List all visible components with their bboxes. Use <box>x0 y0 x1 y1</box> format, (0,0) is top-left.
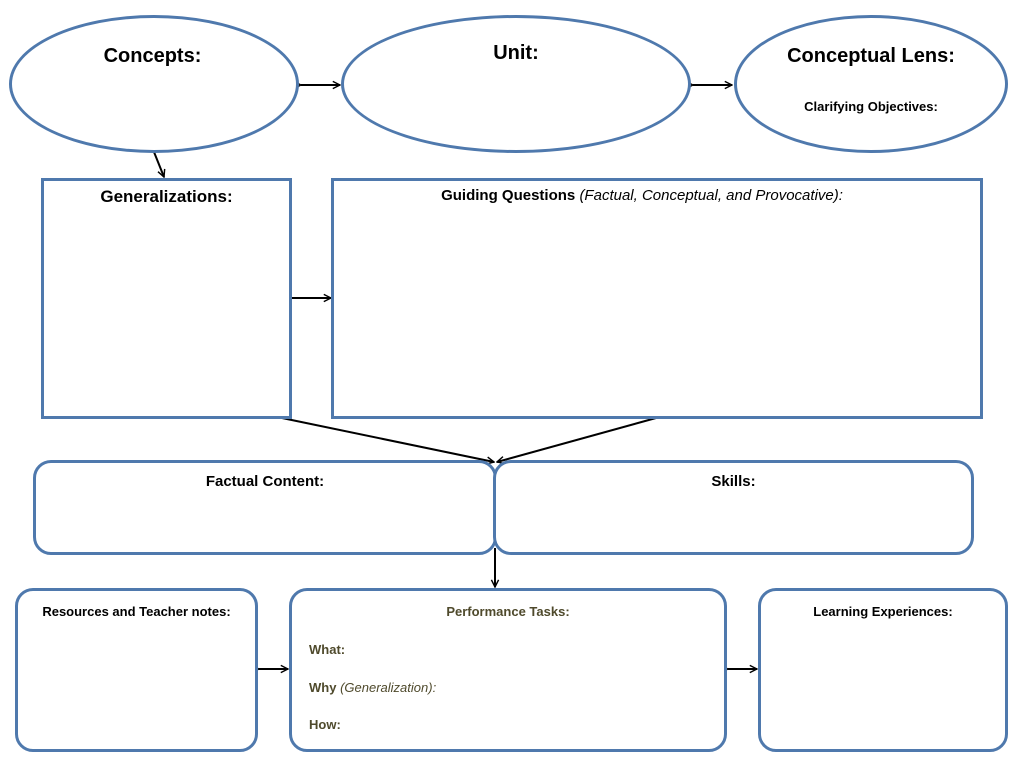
performance-why-note: (Generalization): <box>340 680 437 695</box>
resources-title: Resources and Teacher notes: <box>42 604 231 619</box>
concepts-title: Concepts: <box>103 45 202 67</box>
guiding-factual-arrow <box>497 417 657 462</box>
guiding-questions-heading: Guiding Questions (Factual, Conceptual, … <box>304 187 980 204</box>
generalizations-factual-arrow <box>281 417 494 462</box>
performance-what-label: What: <box>309 642 346 657</box>
performance-why-line: Why (Generalization): <box>309 680 436 695</box>
skills-box: Skills: <box>493 460 974 555</box>
unit-title: Unit: <box>493 42 539 64</box>
guiding-questions-note: (Factual, Conceptual, and Provocative): <box>579 187 843 204</box>
learning-experiences-box: Learning Experiences: <box>758 588 1008 752</box>
generalizations-box: Generalizations: <box>41 178 292 419</box>
generalizations-title: Generalizations: <box>100 187 233 206</box>
unit-ellipse: Unit: <box>341 15 691 153</box>
concepts-generalizations-arrow <box>153 151 164 177</box>
resources-teacher-notes-box: Resources and Teacher notes: <box>15 588 258 752</box>
concepts-ellipse: Concepts: <box>9 15 299 153</box>
performance-tasks-box: Performance Tasks: What: Why (Generaliza… <box>289 588 727 752</box>
clarifying-objectives-label: Clarifying Objectives: <box>804 99 938 114</box>
conceptual-lens-title: Conceptual Lens: <box>787 45 955 67</box>
guiding-questions-title: Guiding Questions <box>441 187 576 204</box>
conceptual-lens-ellipse: Conceptual Lens: Clarifying Objectives: <box>734 15 1008 153</box>
guiding-questions-box: Guiding Questions (Factual, Conceptual, … <box>331 178 983 419</box>
factual-content-box: Factual Content: <box>33 460 497 555</box>
skills-title: Skills: <box>711 473 756 490</box>
performance-how-label: How: <box>309 717 341 732</box>
performance-why-label: Why <box>309 680 337 695</box>
factual-content-title: Factual Content: <box>205 473 325 490</box>
performance-tasks-title: Performance Tasks: <box>446 604 570 619</box>
learning-experiences-title: Learning Experiences: <box>813 604 953 619</box>
